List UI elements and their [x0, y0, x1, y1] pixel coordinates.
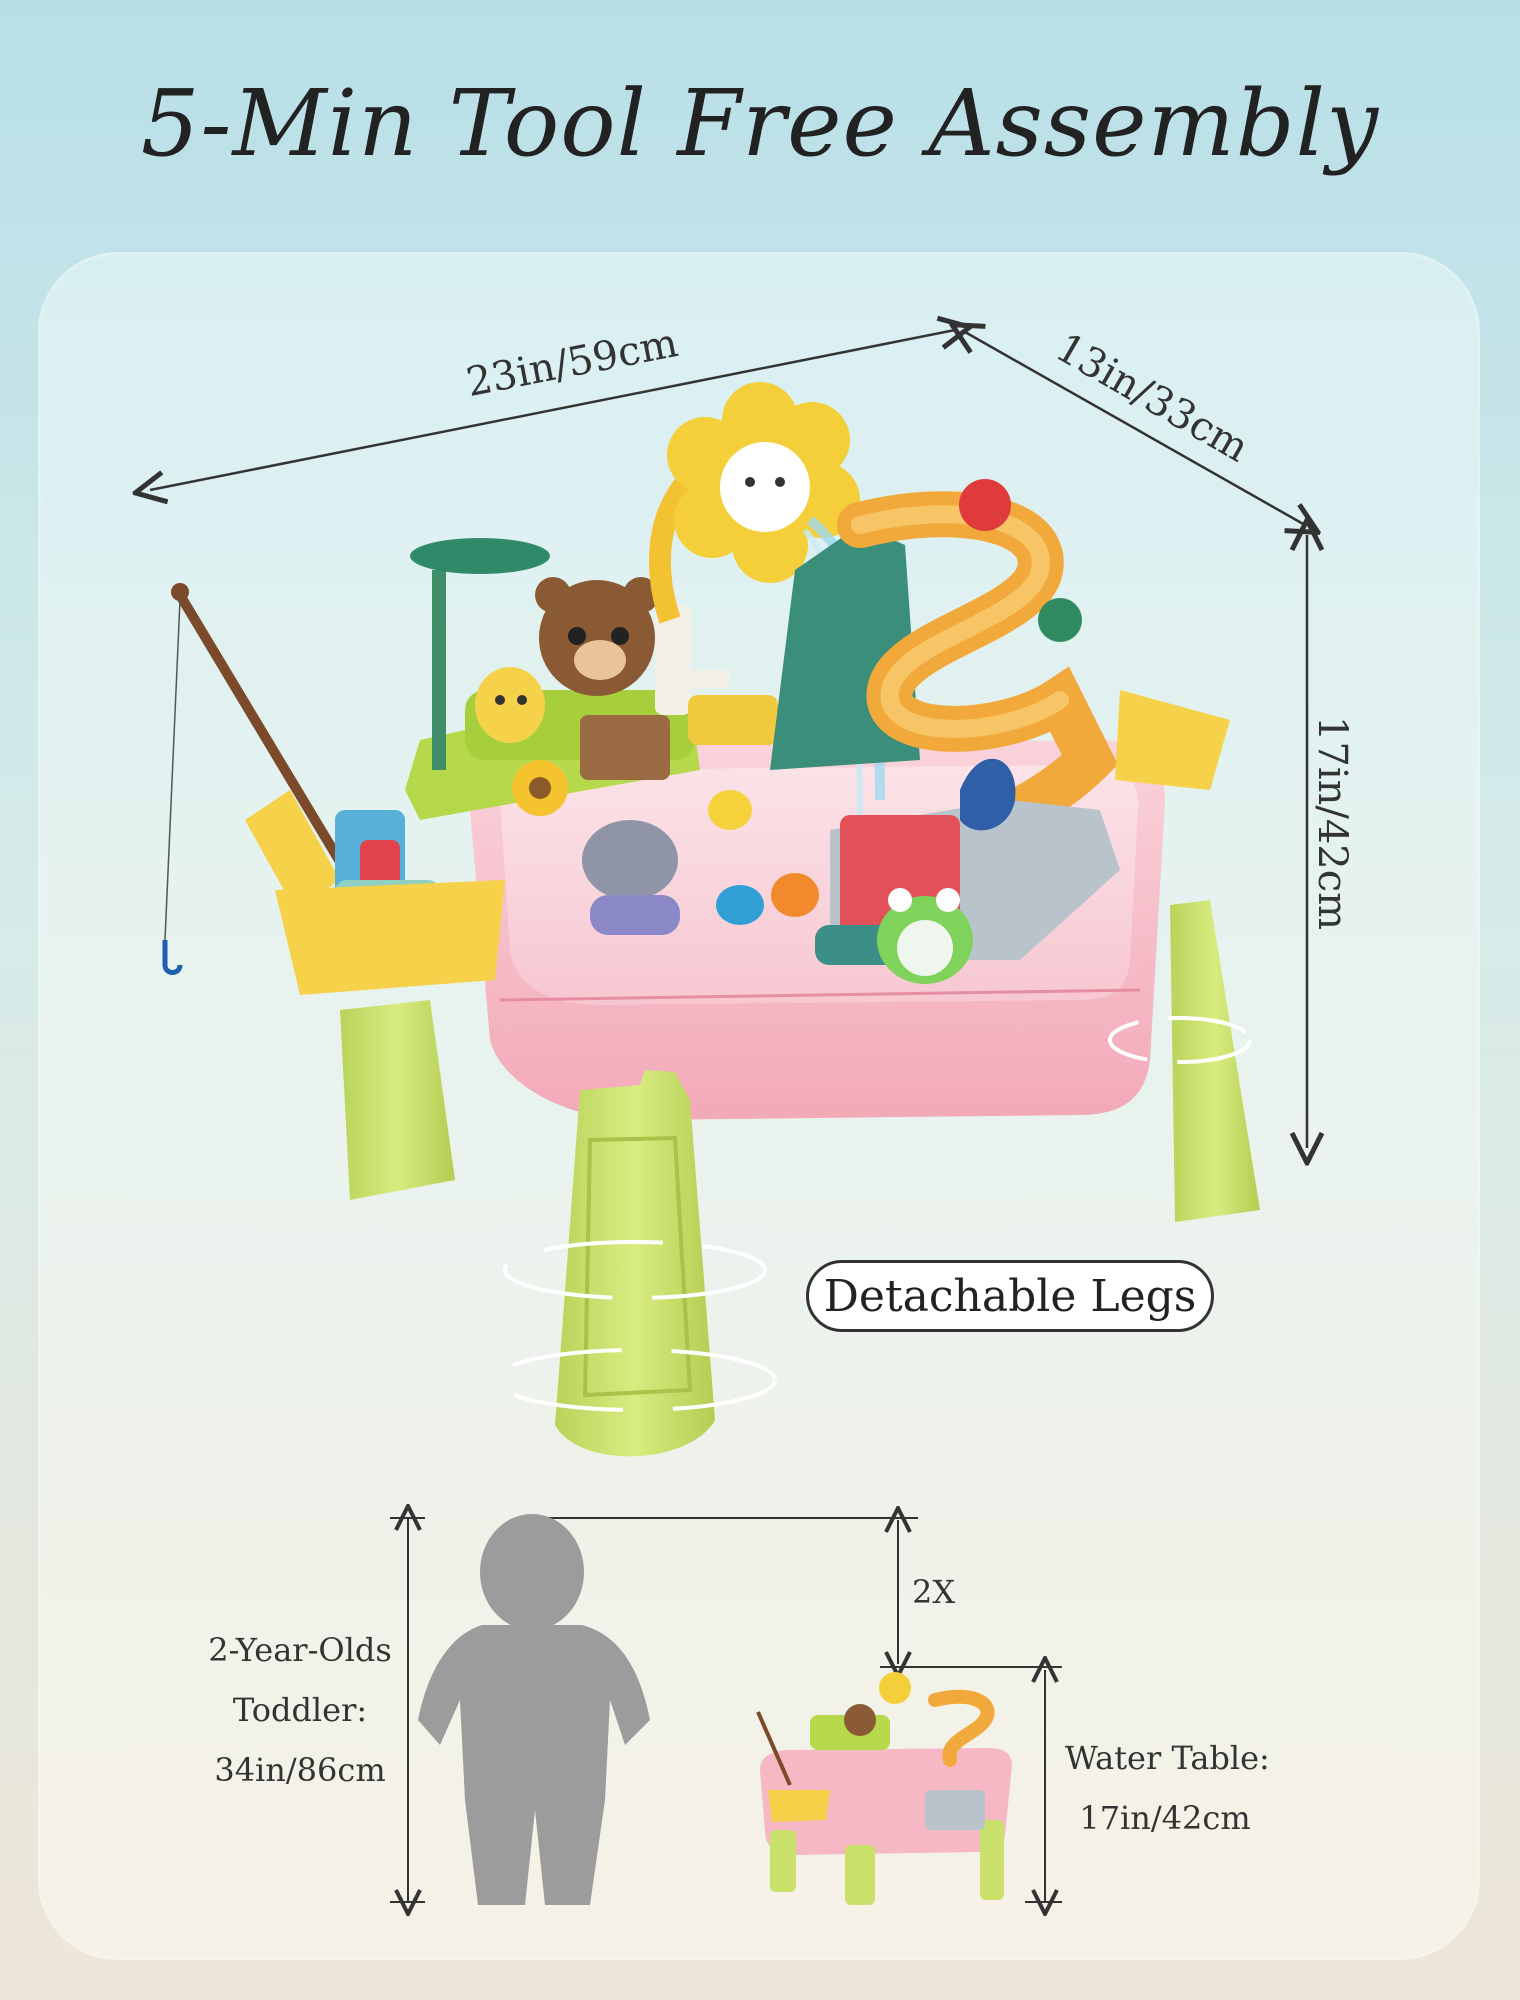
water-wheel: [580, 715, 670, 780]
sunflower-sprinkler: [667, 382, 860, 583]
green-ball: [1038, 598, 1082, 642]
spin-indicator: [503, 1240, 767, 1300]
submarine-toy: [582, 820, 678, 900]
toddler-height: 34in/86cm: [214, 1751, 386, 1789]
depth-arrow: [965, 332, 1305, 525]
width-arrow: [150, 330, 955, 490]
table-label: Water Table: 17in/42cm: [1065, 1728, 1270, 1848]
toddler-line2: Toddler:: [232, 1691, 368, 1729]
orange-fish: [771, 873, 819, 917]
detached-front-leg: [555, 1070, 715, 1457]
toddler-line1: 2-Year-Olds: [208, 1631, 392, 1669]
yellow-sponge: [245, 790, 340, 910]
page-title: 5-Min Tool Free Assembly: [140, 70, 1380, 177]
toddler-label: 2-Year-Olds Toddler: 34in/86cm: [200, 1620, 400, 1800]
toddler-silhouette: [418, 1514, 650, 1905]
blue-fish: [716, 885, 764, 925]
chick: [475, 667, 545, 743]
faucet: [655, 605, 691, 715]
ratio-label: 2X: [912, 1573, 956, 1611]
back-leg-left: [340, 1000, 455, 1200]
mini-water-table: [756, 1672, 1012, 1905]
detachable-legs-label: Detachable Legs: [806, 1260, 1214, 1332]
fishing-line: [164, 599, 181, 941]
tub-rim-line: [499, 988, 1141, 1002]
tray-pole: [432, 570, 446, 770]
fishing-rod: [175, 590, 350, 875]
fishing-hook: [162, 940, 183, 975]
water-tray: [410, 538, 550, 574]
blue-bird: [960, 758, 1016, 831]
height-label: 17in/42cm: [1309, 715, 1356, 931]
left-basket: [275, 880, 505, 995]
slide-flag: [959, 479, 1011, 531]
right-basket: [1115, 690, 1230, 790]
table-height: 17in/42cm: [1079, 1799, 1251, 1837]
faucet-base: [688, 695, 778, 745]
duck-toy: [708, 790, 752, 830]
table-line1: Water Table:: [1065, 1739, 1270, 1777]
bear-head: [539, 580, 655, 696]
